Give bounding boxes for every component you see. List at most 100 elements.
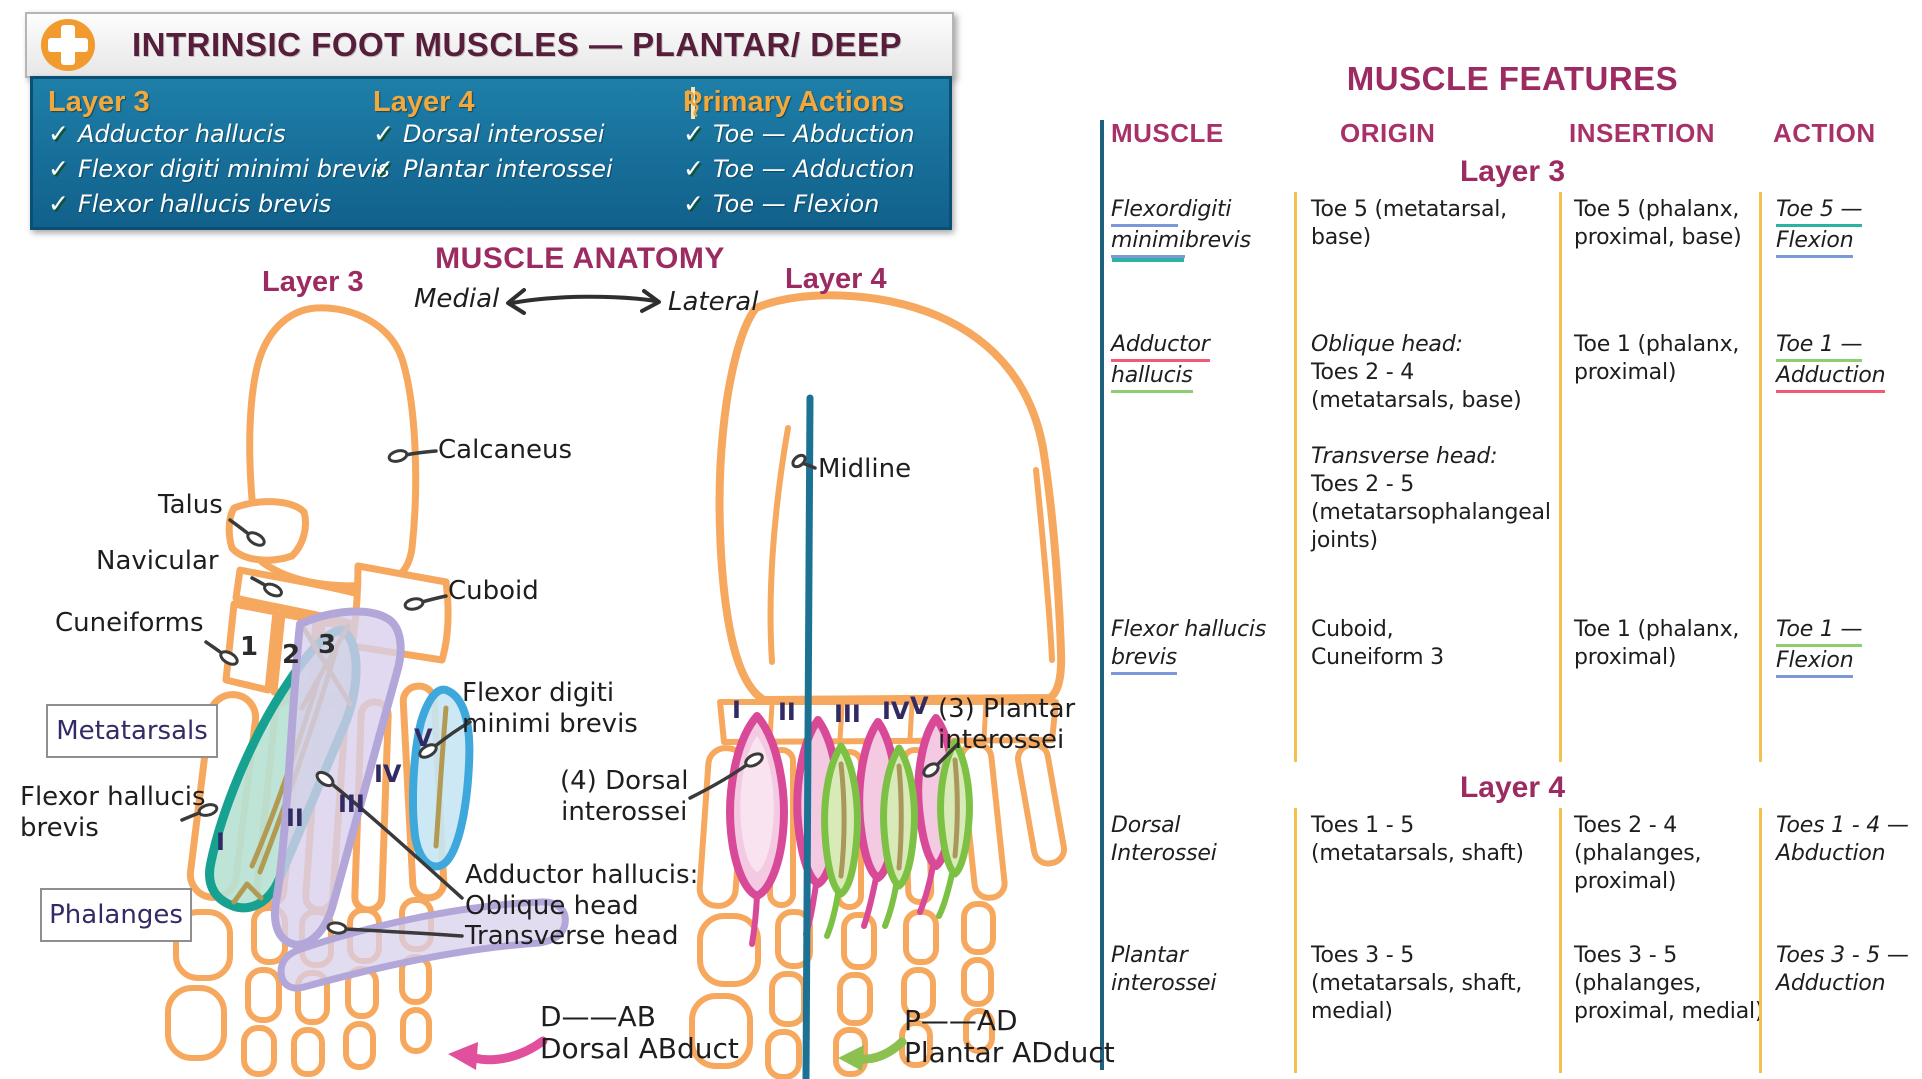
- right-numeral-4: IV: [882, 697, 910, 725]
- title-bar: INTRINSIC FOOT MUSCLES — PLANTAR/ DEEP: [25, 12, 954, 78]
- connector-ovals: [197, 449, 940, 935]
- muscle-anatomy-title: MUSCLE ANATOMY: [435, 242, 725, 275]
- left-numeral-1: I: [216, 828, 225, 856]
- checkmark-icon: ✓: [48, 189, 69, 218]
- checklist-item: ✓ Plantar interossei: [373, 154, 613, 189]
- checklist-item: ✓ Toe — Adduction: [683, 154, 915, 189]
- medical-cross-icon: [41, 19, 95, 71]
- checklist-item-label: Flexor hallucis brevis: [77, 190, 332, 218]
- checklist-item-label: Plantar interossei: [402, 155, 613, 183]
- medial-label: Medial: [414, 284, 500, 314]
- left-foot-layer-label: Layer 3: [262, 266, 364, 298]
- table-left-border: [1100, 120, 1104, 1070]
- layer4-checklist: Layer 4 ✓ Dorsal interossei ✓ Plantar inter…: [373, 85, 613, 189]
- left-numeral-5: V: [414, 724, 433, 752]
- table-header-row: MUSCLE ORIGIN INSERTION ACTION: [1103, 118, 1922, 149]
- phalanges-box-label: Phalanges: [40, 888, 192, 942]
- column-header-muscle: MUSCLE: [1111, 118, 1224, 148]
- flexor-digiti-minimi-label: Flexor digiti minimi brevis: [462, 678, 638, 739]
- cuboid-label: Cuboid: [448, 576, 539, 606]
- right-numeral-3: III: [834, 700, 861, 728]
- lateral-label: Lateral: [668, 287, 759, 317]
- table-cell: Oblique head:Toes 2 - 4(metatarsals, bas…: [1294, 327, 1559, 612]
- table-cell: Toes 1 - 4 —Abduction: [1759, 808, 1922, 938]
- cuneiform-number-2: 2: [282, 640, 301, 670]
- checklist-item: ✓ Dorsal interossei: [373, 119, 613, 154]
- layer3-heading-text: Layer 3: [48, 85, 150, 118]
- column-header-action: ACTION: [1773, 118, 1876, 148]
- page-title: INTRINSIC FOOT MUSCLES — PLANTAR/ DEEP: [132, 26, 903, 63]
- dorsal-abduct-arrow: [448, 1036, 548, 1070]
- summary-panel: Layer 3 ✓Adductor hallucis✓Flexor digiti…: [30, 76, 952, 230]
- table-cell: Toe 1 (phalanx,proximal): [1559, 327, 1759, 612]
- dorsal-interossei-label: (4) Dorsal interossei: [560, 766, 689, 827]
- table-cell: Toe 1 —Flexion: [1759, 612, 1922, 762]
- plantar-adduct-arrow: [838, 1037, 907, 1071]
- muscle-features-table: MUSCLE FEATURES MUSCLE ORIGIN INSERTION …: [1103, 0, 1922, 1079]
- table-cell: Cuboid,Cuneiform 3: [1294, 612, 1559, 762]
- table-cell: Toe 1 (phalanx,proximal): [1559, 612, 1759, 762]
- dorsal-abduct-label: Dorsal ABduct: [540, 1032, 739, 1065]
- plantar-adduct-label: Plantar ADduct: [904, 1036, 1115, 1069]
- medial-lateral-arrow: [506, 288, 661, 315]
- table-cell: Toes 3 - 5(phalanges,proximal, medial): [1559, 938, 1763, 1073]
- primary-actions-heading-text: Primary Actions: [683, 85, 905, 118]
- talus-label: Talus: [158, 490, 223, 520]
- right-numeral-2: II: [778, 698, 796, 726]
- metatarsals-box-label: Metatarsals: [46, 704, 218, 758]
- checklist-item: ✓Flexor digiti minimi brevis: [48, 154, 390, 189]
- checklist-item-label: Toe — Flexion: [712, 190, 880, 218]
- column-header-origin: ORIGIN: [1340, 118, 1436, 148]
- checklist-item: ✓ Flexor hallucis brevis: [48, 189, 390, 224]
- checklist-item: ✓ Toe — Flexion: [683, 189, 915, 224]
- left-foot-phalanges: [165, 897, 434, 1077]
- column-header-insertion: INSERTION: [1569, 118, 1716, 148]
- right-numeral-1: I: [732, 696, 741, 724]
- cuneiforms-label: Cuneiforms: [55, 608, 204, 638]
- layer3-panel-heading: Layer 3: [48, 85, 390, 119]
- checklist-item-label: Toe — Adduction: [712, 155, 915, 183]
- checklist-item: ✓ Toe — Abduction: [683, 119, 915, 154]
- right-numeral-5: V: [910, 692, 929, 720]
- right-foot-bones: [715, 291, 1066, 704]
- table-cell: Toe 5 (phalanx,proximal, base): [1559, 192, 1759, 327]
- checkmark-icon: ✓: [683, 189, 704, 218]
- checkmark-icon: ✓: [683, 119, 704, 148]
- cuneiform-number-3: 3: [318, 630, 337, 660]
- midline-label: Midline: [818, 454, 912, 484]
- table-cell: Toes 3 - 5(metatarsals, shaft,medial): [1294, 938, 1559, 1073]
- table-cell: Toes 2 - 4(phalanges,proximal): [1559, 808, 1759, 938]
- adductor-hallucis-label: Adductor hallucis: Oblique head Transver…: [465, 860, 699, 952]
- table-cell: Toe 5 (metatarsal,base): [1294, 192, 1559, 327]
- left-numeral-3: III: [338, 790, 365, 818]
- dorsal-abduct-code: D——AB: [540, 1000, 656, 1033]
- flexor-hallucis-brevis-label: Flexor hallucis brevis: [20, 782, 206, 843]
- checklist-item: ✓Adductor hallucis: [48, 119, 390, 154]
- checkmark-icon: ✓: [373, 154, 394, 183]
- caduceus-icon: [686, 87, 699, 119]
- checkmark-icon: ✓: [48, 119, 69, 148]
- midline-line: [802, 394, 814, 1079]
- table-section-heading: Layer 4: [1459, 771, 1566, 804]
- table-cell: Toes 1 - 5(metatarsals, shaft): [1294, 808, 1559, 938]
- checkmark-icon: ✓: [683, 154, 704, 183]
- primary-actions-checklist: Primary Actions ✓ Toe — Abduction ✓ Toe — A…: [683, 85, 915, 224]
- right-foot-layer-label: Layer 4: [785, 263, 887, 295]
- primary-actions-heading: Primary Actions: [683, 85, 915, 119]
- table-cell: Toe 1 —Adduction: [1759, 327, 1922, 612]
- checklist-item-label: Toe — Abduction: [712, 120, 915, 148]
- checklist-item-label: Dorsal interossei: [402, 120, 605, 148]
- left-numeral-4: IV: [374, 760, 402, 788]
- navicular-label: Navicular: [96, 546, 219, 576]
- checkmark-icon: ✓: [373, 119, 394, 148]
- layer4-panel-heading: Layer 4: [373, 85, 613, 119]
- plantar-adduct-code: P——AD: [904, 1004, 1018, 1037]
- cuneiform-number-1: 1: [240, 632, 259, 662]
